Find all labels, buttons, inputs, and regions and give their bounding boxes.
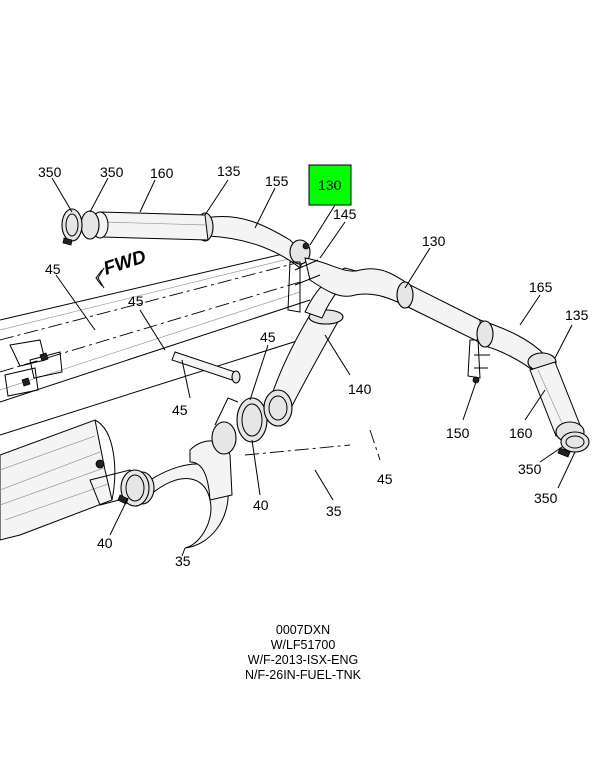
callout-35[interactable]: 35 — [326, 503, 342, 519]
callout-135[interactable]: 135 — [217, 163, 241, 179]
callout-35[interactable]: 35 — [175, 553, 191, 569]
callout-140[interactable]: 140 — [348, 381, 372, 397]
callout-45[interactable]: 45 — [128, 293, 144, 309]
forward-direction-indicator: FWD — [95, 246, 149, 289]
callout-350[interactable]: 350 — [518, 461, 542, 477]
callout-350[interactable]: 350 — [534, 490, 558, 506]
callout-160[interactable]: 160 — [509, 425, 533, 441]
bracket-145 — [287, 242, 321, 313]
hanger-rod-45 — [171, 351, 241, 384]
callout-350[interactable]: 350 — [38, 164, 62, 180]
callout-45[interactable]: 45 — [45, 261, 61, 277]
note-line: N/F-26IN-FUEL-TNK — [245, 668, 362, 682]
clamp-40-lower — [117, 469, 150, 507]
tailpipe-160-left — [61, 208, 209, 246]
callout-130[interactable]: 130 — [422, 233, 446, 249]
leader-lines — [51, 177, 576, 557]
note-line: W/F-2013-ISX-ENG — [248, 653, 358, 667]
highlighted-part-box[interactable] — [308, 164, 352, 206]
pipe-165 — [304, 257, 557, 373]
bracket-150 — [467, 339, 490, 384]
callout-45[interactable]: 45 — [377, 471, 393, 487]
note-line: 0007DXN — [276, 623, 330, 637]
frame-rail — [0, 249, 311, 436]
fwd-label: FWD — [101, 246, 149, 279]
clamp-40-upper — [211, 397, 268, 455]
callout-160[interactable]: 160 — [150, 165, 174, 181]
callout-135[interactable]: 135 — [565, 307, 589, 323]
pipe-155 — [196, 212, 311, 269]
notes-block: 0007DXN W/LF51700 W/F-2013-ISX-ENG N/F-2… — [245, 623, 362, 682]
callout-40[interactable]: 40 — [97, 535, 113, 551]
callout-155[interactable]: 155 — [265, 173, 289, 189]
muffler-assembly — [0, 419, 139, 541]
callout-145[interactable]: 145 — [333, 206, 357, 222]
callouts: 350 350 160 135 155 130 145 130 165 135 … — [38, 163, 589, 569]
callout-130-highlighted[interactable]: 130 — [318, 177, 342, 193]
tailpipe-160-right — [529, 361, 590, 458]
callout-45[interactable]: 45 — [260, 329, 276, 345]
callout-150[interactable]: 150 — [446, 425, 470, 441]
note-line: W/LF51700 — [271, 638, 336, 652]
callout-40[interactable]: 40 — [253, 497, 269, 513]
callout-45[interactable]: 45 — [172, 402, 188, 418]
callout-350[interactable]: 350 — [100, 164, 124, 180]
frame-brackets — [4, 339, 63, 397]
callout-165[interactable]: 165 — [529, 279, 553, 295]
